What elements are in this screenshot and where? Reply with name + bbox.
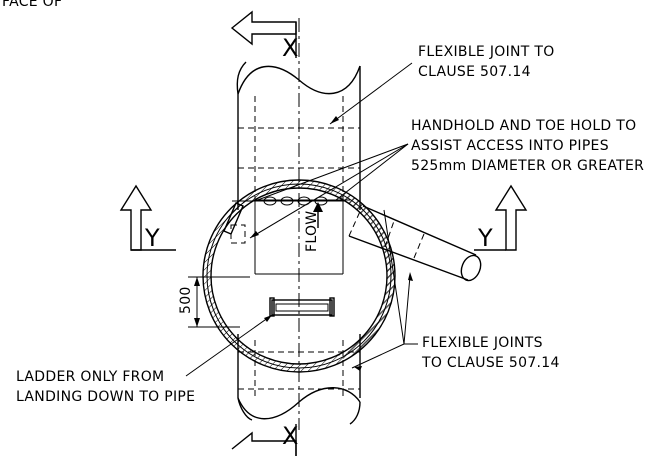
section-y-left: Y [144, 224, 160, 252]
leader-lines [185, 62, 418, 377]
note-ladder-line1: LADDER ONLY FROM [16, 369, 164, 385]
section-marker-y-left: Y [119, 184, 176, 252]
note-handhold: HANDHOLD AND TOE HOLD TO ASSIST ACCESS I… [411, 118, 644, 174]
note-ladder-line2: LANDING DOWN TO PIPE [16, 389, 195, 405]
section-marker-x-bottom: X [231, 422, 298, 456]
dimension-label: 500 [178, 286, 194, 314]
note-handhold-line2: ASSIST ACCESS INTO PIPES [411, 138, 609, 154]
ladder [269, 297, 335, 317]
note-flexible-joint: FLEXIBLE JOINT TO CLAUSE 507.14 [418, 44, 555, 80]
left-handhold [223, 202, 246, 244]
channel-benching: FLOW [223, 196, 350, 275]
note-flexible-joint-line2: CLAUSE 507.14 [418, 64, 531, 80]
branch-pipe [348, 205, 482, 282]
note-handhold-line1: HANDHOLD AND TOE HOLD TO [411, 118, 636, 134]
note-flexible-joint-line1: FLEXIBLE JOINT TO [418, 44, 555, 60]
dimension-500: 500 [178, 276, 250, 328]
note-flexible-joints-line2: TO CLAUSE 507.14 [421, 355, 560, 371]
note-handhold-line3: 525mm DIAMETER OR GREATER [411, 158, 644, 174]
pipe [236, 18, 361, 430]
flow-label: FLOW [304, 211, 320, 252]
handhold-chain [232, 196, 345, 206]
section-x-bottom: X [282, 422, 298, 450]
corner-note: FACE OF [2, 0, 62, 10]
section-marker-x-top: X [230, 10, 298, 62]
section-marker-y-right: Y [474, 184, 528, 252]
note-flexible-joints: FLEXIBLE JOINTS TO CLAUSE 507.14 [421, 335, 560, 371]
note-ladder: LADDER ONLY FROM LANDING DOWN TO PIPE [16, 369, 195, 405]
note-flexible-joints-line1: FLEXIBLE JOINTS [422, 335, 543, 351]
section-x-top: X [282, 34, 298, 62]
section-y-right: Y [477, 224, 493, 252]
